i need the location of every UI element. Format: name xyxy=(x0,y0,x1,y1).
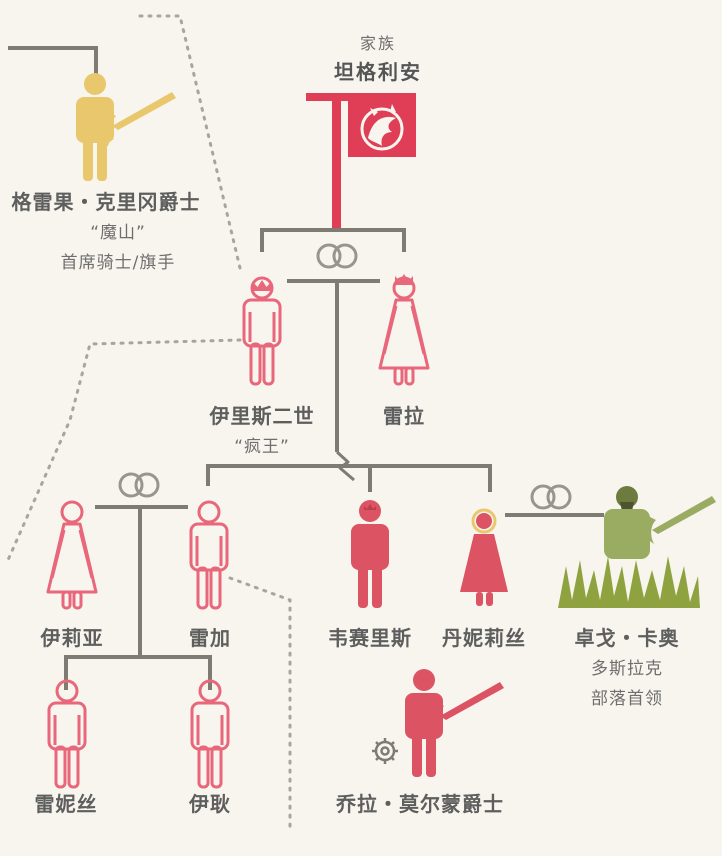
gear-icon xyxy=(372,738,398,764)
aegon-name: 伊耿 xyxy=(189,792,231,816)
gregor-name: 格雷果・克里冈爵士 xyxy=(11,190,201,214)
viserys-figure xyxy=(351,500,389,608)
rhaegar-figure xyxy=(189,500,229,610)
gregor-nickname: “魔山” xyxy=(90,223,146,243)
grass-icon xyxy=(558,556,700,608)
aegon-figure xyxy=(190,679,230,789)
dotted-connectors xyxy=(6,14,292,832)
dragon-sigil-icon xyxy=(360,104,404,151)
drogo-name: 卓戈・卡奥 xyxy=(574,626,680,650)
rhaenys-name: 雷妮丝 xyxy=(34,792,98,816)
house-name: 坦格利安 xyxy=(334,60,422,84)
daenerys-name: 丹妮莉丝 xyxy=(442,626,526,650)
aerys-nickname: “疯王” xyxy=(234,437,290,457)
house-banner xyxy=(306,93,416,231)
drogo-role-line2: 部落首领 xyxy=(591,689,663,709)
gregor-role: 首席骑士/旗手 xyxy=(60,253,176,273)
rhaella-figure xyxy=(378,274,430,386)
rhaenys-figure xyxy=(47,679,87,789)
gregor-connector xyxy=(8,46,98,78)
daenerys-figure xyxy=(460,508,508,606)
viserys-name: 韦赛里斯 xyxy=(328,626,412,650)
rhaella-name: 雷拉 xyxy=(383,404,425,428)
elia-name: 伊莉亚 xyxy=(40,626,104,650)
jorah-figure xyxy=(405,669,504,777)
drogo-role-line1: 多斯拉克 xyxy=(591,659,663,679)
gregor-figure xyxy=(76,73,176,181)
drogo-figure xyxy=(558,486,716,608)
aerys-name: 伊里斯二世 xyxy=(209,404,315,428)
aerys-figure xyxy=(242,276,282,386)
house-label: 家族 xyxy=(359,34,397,53)
wedding-rings-icon xyxy=(118,472,160,498)
wedding-rings-icon xyxy=(316,243,358,269)
rhaegar-name: 雷加 xyxy=(189,626,231,650)
elia-figure xyxy=(46,500,98,610)
wedding-rings-icon xyxy=(530,484,572,510)
jorah-name: 乔拉・莫尔蒙爵士 xyxy=(336,792,504,816)
